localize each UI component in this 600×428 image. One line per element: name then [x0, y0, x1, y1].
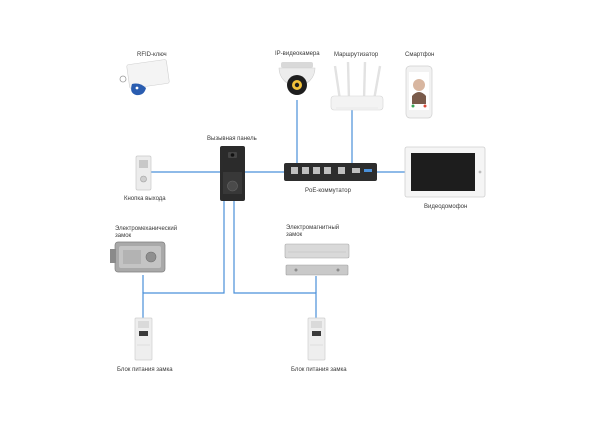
label-psu-left: Блок питания замка — [117, 367, 173, 373]
label-poe-switch: PoE-коммутатор — [305, 188, 351, 194]
lock-power-supply-right-icon — [307, 317, 326, 361]
exit-button-icon — [135, 155, 152, 191]
poe-switch-icon — [284, 163, 377, 181]
smartphone-icon — [405, 65, 433, 119]
ip-camera-icon — [278, 62, 316, 95]
video-intercom-icon — [404, 146, 486, 198]
label-ip-camera: IP-видеокамера — [275, 51, 320, 57]
label-electromagnetic-lock: Электромагнитный замок — [286, 225, 340, 238]
router-icon — [330, 61, 384, 111]
cable-panel-lock2 — [233, 200, 317, 318]
label-call-panel: Вызывная панель — [207, 136, 257, 142]
label-video-intercom: Видеодомофон — [424, 204, 468, 210]
electromechanical-lock-icon — [110, 241, 166, 273]
call-panel-icon — [220, 146, 245, 201]
rfid-key-icon — [119, 59, 170, 96]
label-electromechanical-lock: Электромеханический замок — [115, 226, 178, 239]
label-psu-right: Блок питания замка — [291, 367, 347, 373]
electromagnetic-lock-icon — [284, 243, 350, 276]
label-rfid-key: RFID-ключ — [137, 52, 167, 58]
label-router: Маршрутизатор — [334, 52, 379, 58]
label-exit-button: Кнопка выхода — [124, 196, 166, 202]
cable-panel-lock1 — [142, 200, 225, 318]
label-smartphone: Смартфон — [405, 52, 435, 58]
cable-lines — [142, 100, 405, 318]
lock-power-supply-left-icon — [134, 317, 153, 361]
